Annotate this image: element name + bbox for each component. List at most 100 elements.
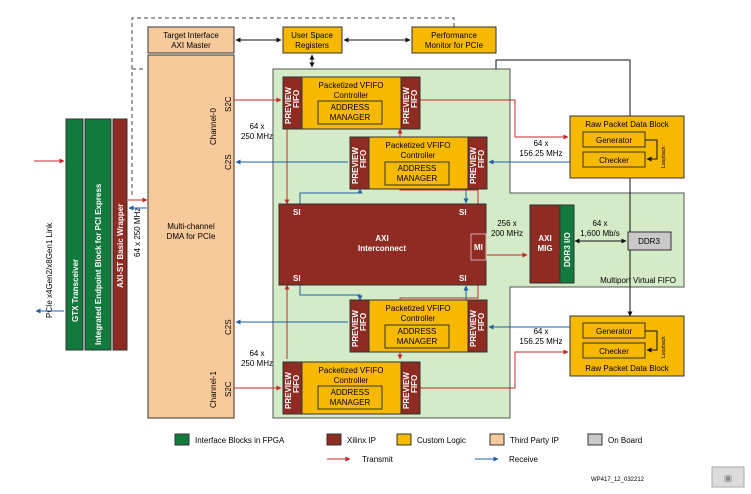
gtx-label: GTX Transceiver [71, 259, 80, 322]
svg-text:PCIe x4Gen2/x8Gen1 Link: PCIe x4Gen2/x8Gen1 Link [45, 222, 54, 318]
preview-fifo-4a [282, 361, 303, 415]
svg-text:Controller: Controller [334, 376, 369, 385]
user-space-line1: User Space [291, 31, 333, 40]
svg-text:MANAGER: MANAGER [397, 337, 438, 346]
preview-fifo-3a [349, 299, 370, 353]
ch1-width-line1: 64 x [249, 349, 264, 358]
dashed-monitor-path [131, 17, 457, 195]
si-bottom-left: SI [293, 274, 301, 283]
ch1-width-line2: 250 MHz [241, 359, 273, 368]
target-interface-line1: Target Interface [163, 31, 219, 40]
ch1-s2c-label: S2C [224, 381, 233, 397]
svg-text:FIFO: FIFO [477, 313, 486, 331]
legend-on-board: On Board [608, 436, 642, 445]
target-interface-line2: AXI Master [171, 41, 211, 50]
si-to-pf-bottom-arrow [299, 285, 363, 301]
ddr3-io-label: DDR3 I/O [563, 232, 572, 267]
figure-id: WP417_12_032212 [591, 477, 645, 483]
svg-text:Loopback: Loopback [661, 146, 667, 168]
svg-text:Controller: Controller [334, 91, 369, 100]
axist-label: AXI-ST Basic Wrapper [116, 204, 125, 288]
ch1-c2s-label: C2S [224, 319, 233, 335]
legend-swatch-interface [174, 433, 190, 446]
svg-text:ADDRESS: ADDRESS [398, 327, 437, 336]
si-to-pf-top-arrow [299, 188, 363, 204]
vfifo-controller-4: Packetized VFIFO Controller ADDRESS MANA… [282, 361, 421, 415]
raw0-width-line1: 64 x [533, 139, 548, 148]
svg-text:Loopback: Loopback [661, 336, 667, 358]
endpoint-label: Integrated Endpoint Block for PCI Expres… [94, 183, 103, 345]
svg-text:Interconnect: Interconnect [358, 244, 406, 253]
svg-text:MANAGER: MANAGER [330, 398, 371, 407]
legend-transmit: Transmit [362, 455, 394, 464]
svg-text:PREVIEW: PREVIEW [284, 87, 293, 124]
user-space-line2: Registers [295, 41, 329, 50]
si-top-left: SI [293, 208, 301, 217]
vfifo-controller-3: Packetized VFIFO Controller ADDRESS MANA… [349, 299, 488, 353]
vfifo-controller-2: Packetized VFIFO Controller ADDRESS MANA… [349, 136, 488, 190]
ch0-to-raw-arrow [420, 99, 569, 140]
legend-swatch-on-board [587, 433, 603, 446]
performance-monitor-block [411, 26, 497, 54]
preview-fifo-1b [400, 76, 421, 130]
ch1-to-raw-arrow [420, 349, 569, 389]
ddr3-width-line1: 64 x [592, 219, 607, 228]
perf-mon-line2: Monitor for PCIe [425, 41, 484, 50]
svg-text:PREVIEW: PREVIEW [469, 147, 478, 184]
svg-text:Controller: Controller [401, 151, 436, 160]
svg-text:FIFO: FIFO [359, 313, 368, 331]
svg-text:Raw Packet Data Block: Raw Packet Data Block [585, 364, 670, 373]
corner-logo: ▣ [711, 466, 745, 488]
svg-text:PREVIEW: PREVIEW [402, 372, 411, 409]
ddr3-block [627, 231, 672, 251]
ddr3-label: DDR3 [638, 237, 660, 246]
ch0-s2c-label: S2C [224, 96, 233, 112]
si-top-right: SI [459, 208, 467, 217]
gtx-transceiver-block [65, 118, 84, 351]
svg-text:Controller: Controller [401, 314, 436, 323]
ic-width-line2: 200 MHz [491, 229, 523, 238]
legend: Interface Blocks in FPGA Xilinx IP Custo… [174, 433, 642, 464]
ch0-width-line2: 250 MHz [241, 132, 273, 141]
multiport-vfifo-label: Multiport Virtual FIFO [600, 276, 676, 285]
ic-width-line1: 256 x [497, 219, 517, 228]
svg-text:Packetized VFIFO: Packetized VFIFO [386, 141, 451, 150]
vfifo-controller-1: Packetized VFIFO Controller ADDRESS MANA… [282, 76, 421, 130]
svg-text:PREVIEW: PREVIEW [351, 147, 360, 184]
ddr3-io-block [559, 204, 575, 284]
svg-text:ADDRESS: ADDRESS [331, 388, 370, 397]
target-interface-block [147, 26, 235, 54]
svg-text:FIFO: FIFO [359, 150, 368, 168]
raw0-width-line2: 156.25 MHz [519, 149, 562, 158]
svg-text:ADDRESS: ADDRESS [398, 164, 437, 173]
raw-packet-block-bottom: Generator Checker Loopback Raw Packet Da… [569, 315, 685, 377]
axist-wrapper-block [112, 118, 128, 351]
pcie-link-label: PCIe x4Gen2/x8Gen1 Link [45, 222, 54, 318]
axi-interconnect-block: AXI Interconnect SI SI SI SI MI [278, 203, 487, 286]
legend-custom: Custom Logic [417, 436, 466, 445]
legend-interface: Interface Blocks in FPGA [195, 436, 285, 445]
perf-mon-line1: Performance [431, 31, 477, 40]
svg-text:MANAGER: MANAGER [330, 113, 371, 122]
axi-mig-block [529, 204, 561, 284]
svg-text:Raw Packet Data Block: Raw Packet Data Block [585, 120, 670, 129]
preview-fifo-4b [400, 361, 421, 415]
svg-text:Packetized VFIFO: Packetized VFIFO [319, 81, 384, 90]
raw-packet-block-top: Raw Packet Data Block Generator Checker … [569, 115, 685, 179]
ch0-c2s-label: C2S [224, 154, 233, 170]
svg-text:Packetized VFIFO: Packetized VFIFO [319, 366, 384, 375]
raw1-width-line2: 156.25 MHz [519, 337, 562, 346]
svg-text:Packetized VFIFO: Packetized VFIFO [386, 304, 451, 313]
svg-text:PREVIEW: PREVIEW [469, 310, 478, 347]
svg-text:AXI: AXI [375, 234, 388, 243]
svg-text:PREVIEW: PREVIEW [284, 372, 293, 409]
svg-text:Generator: Generator [596, 327, 632, 336]
axist-width-label: 64 x 250 MHz [133, 208, 142, 257]
svg-text:ADDRESS: ADDRESS [331, 103, 370, 112]
svg-text:FIFO: FIFO [410, 375, 419, 393]
ch0-width-line1: 64 x [249, 122, 264, 131]
raw1-width-line1: 64 x [533, 327, 548, 336]
axi-mig-line2: MIG [537, 244, 552, 253]
